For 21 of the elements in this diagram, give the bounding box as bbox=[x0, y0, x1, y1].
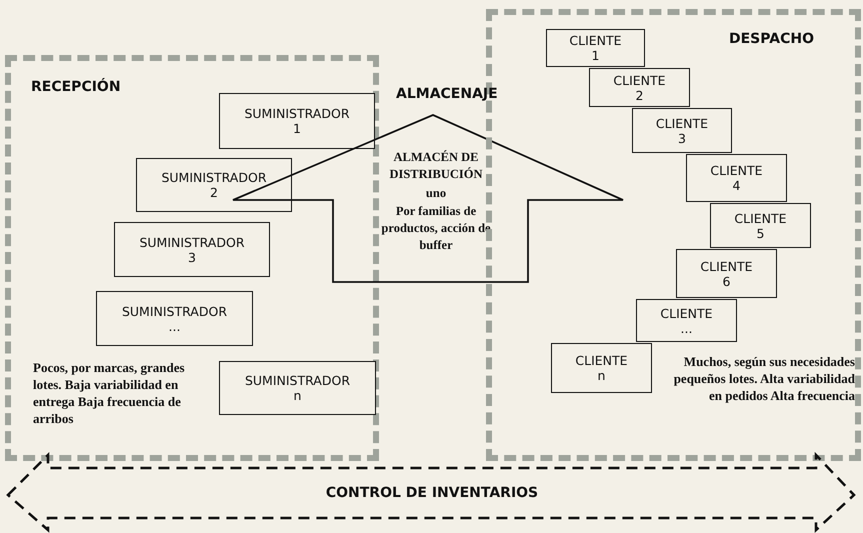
supplier-box: SUMINISTRADOR 1 bbox=[219, 93, 375, 149]
note-text: Muchos, según sus necesidades pequeños lotes. Alta variabilidad en pedidos Alta frecuencia bbox=[672, 353, 855, 404]
supplier-box: SUMINISTRADOR 3 bbox=[114, 222, 270, 277]
client-box: CLIENTE ... bbox=[636, 299, 737, 342]
client-box: CLIENTE n bbox=[551, 343, 652, 393]
supplier-box: SUMINISTRADOR 2 bbox=[136, 158, 292, 212]
client-box: CLIENTE 6 bbox=[676, 249, 777, 298]
client-box: CLIENTE 4 bbox=[686, 154, 787, 202]
supplier-box: SUMINISTRADOR n bbox=[219, 361, 376, 415]
client-box: CLIENTE 3 bbox=[632, 108, 732, 153]
section-heading: ALMACENAJE bbox=[396, 86, 498, 102]
client-box: CLIENTE 1 bbox=[546, 29, 645, 67]
band-label: CONTROL DE INVENTARIOS bbox=[324, 485, 540, 501]
client-box: CLIENTE 2 bbox=[589, 68, 690, 107]
note-text: Pocos, por marcas, grandes lotes. Baja variabilidad en entrega Baja frecuencia de arribos bbox=[33, 359, 186, 427]
section-heading: DESPACHO bbox=[729, 31, 814, 47]
dashed-region bbox=[5, 55, 379, 461]
box-text: uno bbox=[424, 185, 448, 202]
client-box: CLIENTE 5 bbox=[710, 203, 811, 248]
supplier-box: SUMINISTRADOR ... bbox=[96, 291, 253, 346]
section-heading: RECEPCIÓN bbox=[31, 79, 121, 95]
